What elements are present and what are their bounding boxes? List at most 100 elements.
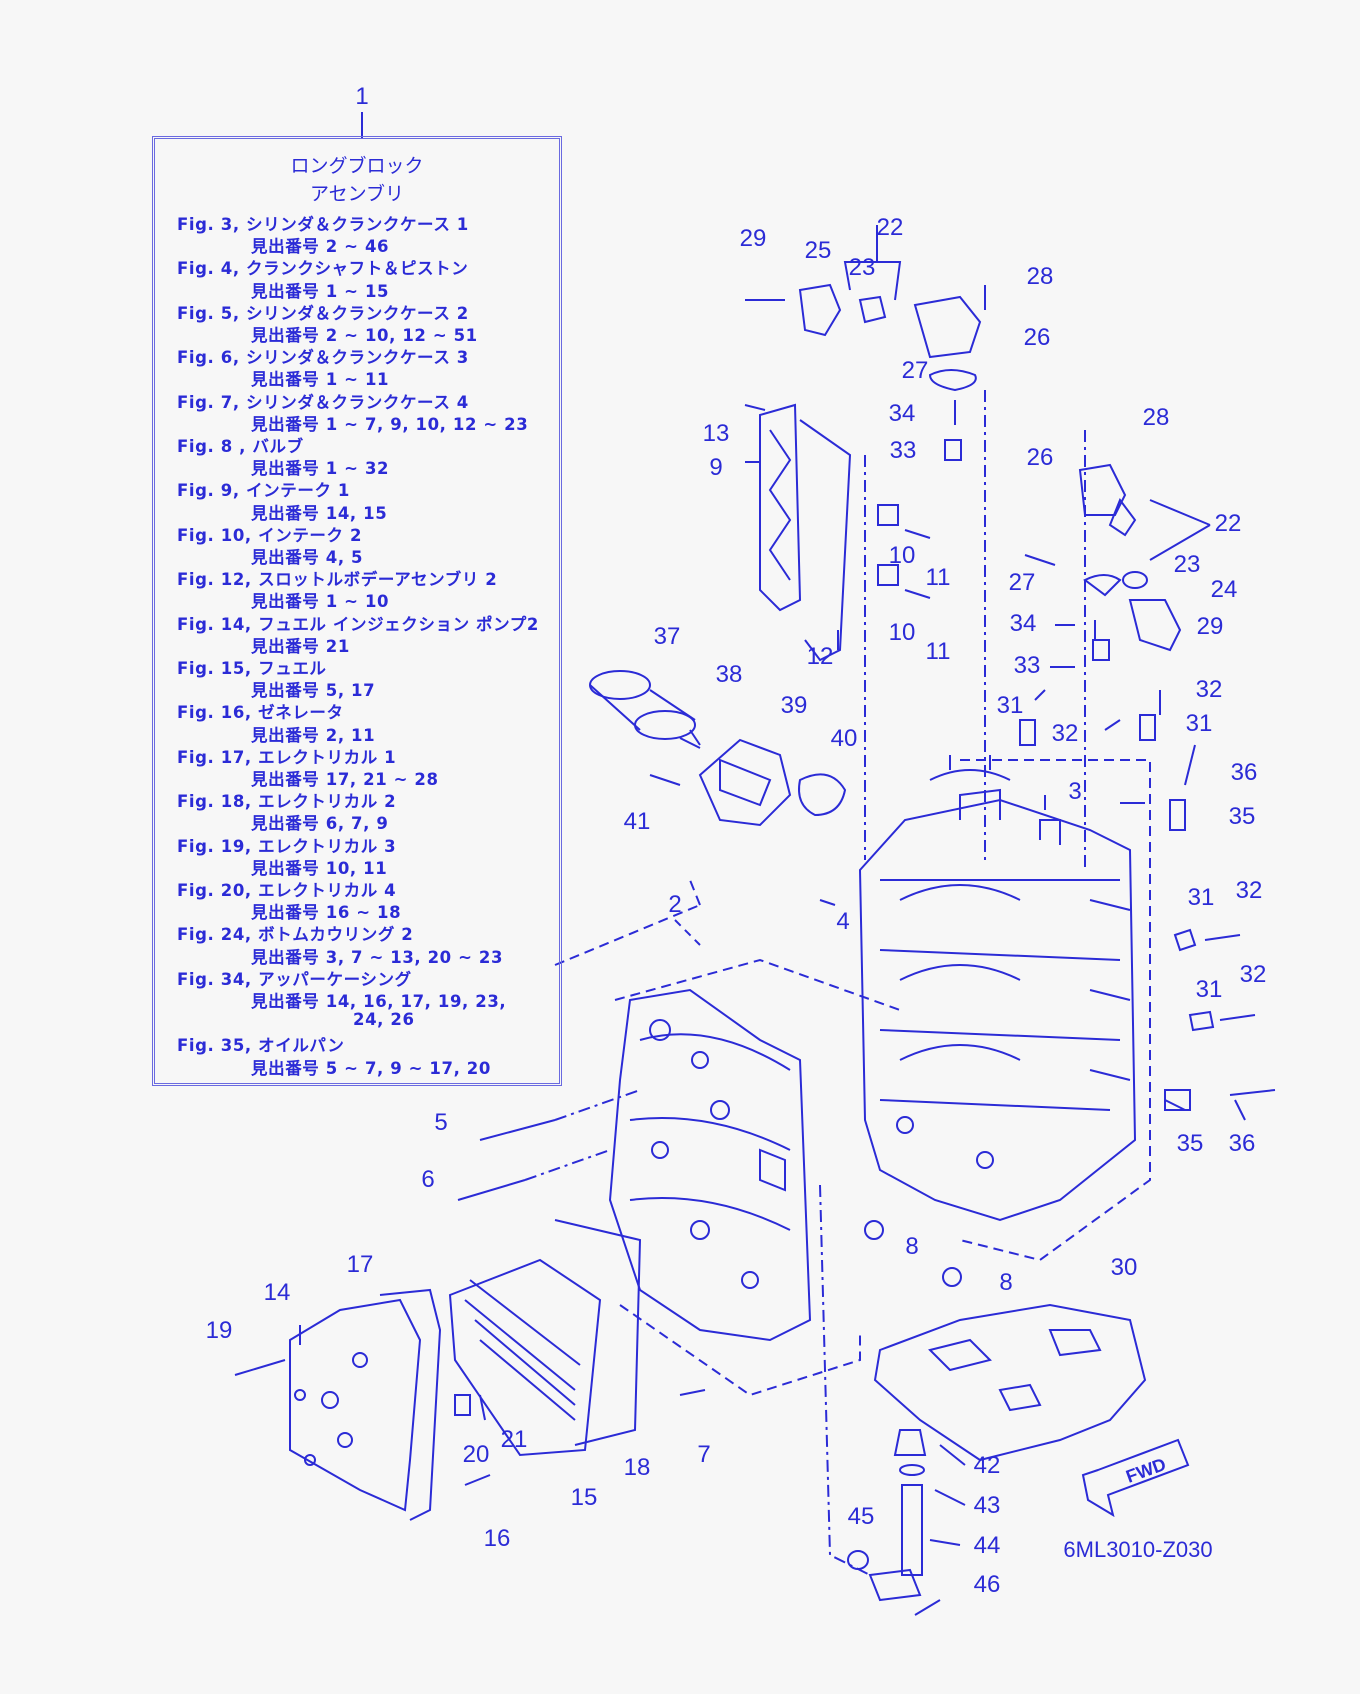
legend-line: 見出番号 2 ~ 10, 12 ~ 51 <box>251 326 478 345</box>
callout-27: 27 <box>1008 569 1036 596</box>
legend-line: 見出番号 14, 16, 17, 19, 23, <box>251 992 507 1011</box>
callout-16: 16 <box>483 1525 511 1552</box>
callout-15: 15 <box>570 1484 598 1511</box>
callout-37: 37 <box>653 623 681 650</box>
callout-4: 4 <box>836 908 850 935</box>
fitting-38 <box>679 729 701 749</box>
legend-line: Fig. 24, ボトムカウリング 2 <box>177 925 414 945</box>
callout-22: 22 <box>1214 510 1242 537</box>
callout-9: 9 <box>709 454 723 481</box>
bolt-6 <box>457 1179 526 1201</box>
head-dashed-box <box>614 958 901 1397</box>
pin-16 <box>464 1474 491 1486</box>
callout-31: 31 <box>1187 884 1215 911</box>
legend-line: Fig. 15, フュエル <box>177 659 327 678</box>
callout-20: 20 <box>462 1441 490 1468</box>
crankcase-block <box>858 755 1137 1222</box>
callout-5: 5 <box>434 1109 448 1136</box>
callout-24: 24 <box>1210 576 1238 603</box>
legend-line: Fig. 6, シリンダ＆クランクケース 3 <box>177 348 469 368</box>
callout-32: 32 <box>1195 676 1223 703</box>
legend-line: 見出番号 2, 11 <box>251 725 376 745</box>
anode-35-a <box>1169 744 1196 831</box>
screw-11 <box>904 529 931 599</box>
callout-14: 14 <box>263 1279 291 1306</box>
callout-23: 23 <box>848 254 876 281</box>
callout-36: 36 <box>1230 759 1258 786</box>
legend-line: Fig. 20, エレクトリカル 4 <box>177 881 397 900</box>
legend-line: 24, 26 <box>353 1010 415 1030</box>
bolt-46 <box>914 1599 941 1616</box>
callout-44: 44 <box>973 1532 1001 1559</box>
bolt-41 <box>649 774 681 786</box>
legend-line: 見出番号 3, 7 ~ 13, 20 ~ 23 <box>251 947 504 967</box>
exhaust-outer-cover <box>289 1298 422 1512</box>
legend-line: 見出番号 4, 5 <box>251 548 364 567</box>
callout-33: 33 <box>889 437 917 464</box>
legend-line: 見出番号 17, 21 ~ 28 <box>251 770 439 789</box>
clip-10 <box>877 504 899 586</box>
callout-2: 2 <box>668 891 682 918</box>
leader-2 <box>674 919 701 946</box>
callout-1: 1 <box>355 83 369 110</box>
legend-line: Fig. 17, エレクトリカル 1 <box>177 747 397 767</box>
thermostat-housing-right <box>1078 463 1182 661</box>
callout-32: 32 <box>1239 961 1267 988</box>
callout-22: 22 <box>876 214 904 241</box>
callout-28: 28 <box>1142 404 1170 431</box>
clip-20 <box>454 1394 471 1416</box>
callout-40: 40 <box>830 725 858 752</box>
legend-line: Fig. 35, オイルパン <box>177 1036 345 1056</box>
legend-line: Fig. 18, エレクトリカル 2 <box>177 792 397 812</box>
thermostat-housing-top <box>745 283 986 461</box>
legend-line: Fig. 8 , バルブ <box>177 437 304 456</box>
legend-line: Fig. 9, インテーク 1 <box>177 481 350 501</box>
cylinder-head <box>608 988 812 1342</box>
callout-11: 11 <box>925 564 951 591</box>
oil-filter <box>589 670 696 740</box>
legend-line: Fig. 34, アッパーケーシング <box>177 969 412 989</box>
legend-line: 見出番号 10, 11 <box>251 858 388 878</box>
callout-3: 3 <box>1068 778 1082 805</box>
callout-7: 7 <box>697 1441 711 1468</box>
anode-31-a <box>1019 689 1046 746</box>
callout-29: 29 <box>1196 613 1224 640</box>
gasket-17 <box>379 1288 442 1521</box>
legend-line: 見出番号 1 ~ 32 <box>251 459 390 479</box>
pipe-44 <box>901 1484 923 1576</box>
callout-41: 41 <box>623 808 651 835</box>
legend-line: 見出番号 1 ~ 10 <box>251 592 390 612</box>
callout-33: 33 <box>1013 652 1041 679</box>
legend-line: 見出番号 2 ~ 46 <box>251 237 390 257</box>
gasket-18 <box>554 1219 642 1446</box>
callout-38: 38 <box>715 661 743 688</box>
callout-39: 39 <box>780 692 808 719</box>
callout-43: 43 <box>973 1492 1001 1519</box>
callout-19: 19 <box>205 1317 233 1344</box>
o-ring-8-b <box>942 1267 962 1287</box>
callout-18: 18 <box>623 1454 651 1481</box>
callout-31: 31 <box>996 692 1024 719</box>
callout-32: 32 <box>1051 720 1079 747</box>
dowel-4 <box>819 899 836 906</box>
callout-45: 45 <box>847 1503 875 1530</box>
callout-31: 31 <box>1185 710 1213 737</box>
callout-35: 35 <box>1176 1130 1204 1157</box>
legend-line: Fig. 10, インテーク 2 <box>177 525 363 545</box>
screw-21 <box>479 1394 486 1421</box>
callout-12: 12 <box>806 643 834 670</box>
callout-17: 17 <box>346 1251 374 1278</box>
callout-6: 6 <box>421 1166 435 1193</box>
anode-31-d <box>1188 1010 1256 1032</box>
gasket-30 <box>873 1303 1147 1462</box>
legend-line: Fig. 19, エレクトリカル 3 <box>177 836 397 856</box>
legend-title-line1: ロングブロック <box>290 155 424 177</box>
legend-line: 見出番号 5, 17 <box>251 681 376 701</box>
callout-13: 13 <box>702 420 730 447</box>
gasket-40 <box>798 773 847 817</box>
legend-line: Fig. 3, シリンダ＆クランクケース 1 <box>177 215 469 234</box>
callout-28: 28 <box>1026 263 1054 290</box>
fwd-arrow: FWD <box>1081 1438 1190 1518</box>
figure-code: 6ML3010-Z030 <box>1063 1537 1213 1562</box>
